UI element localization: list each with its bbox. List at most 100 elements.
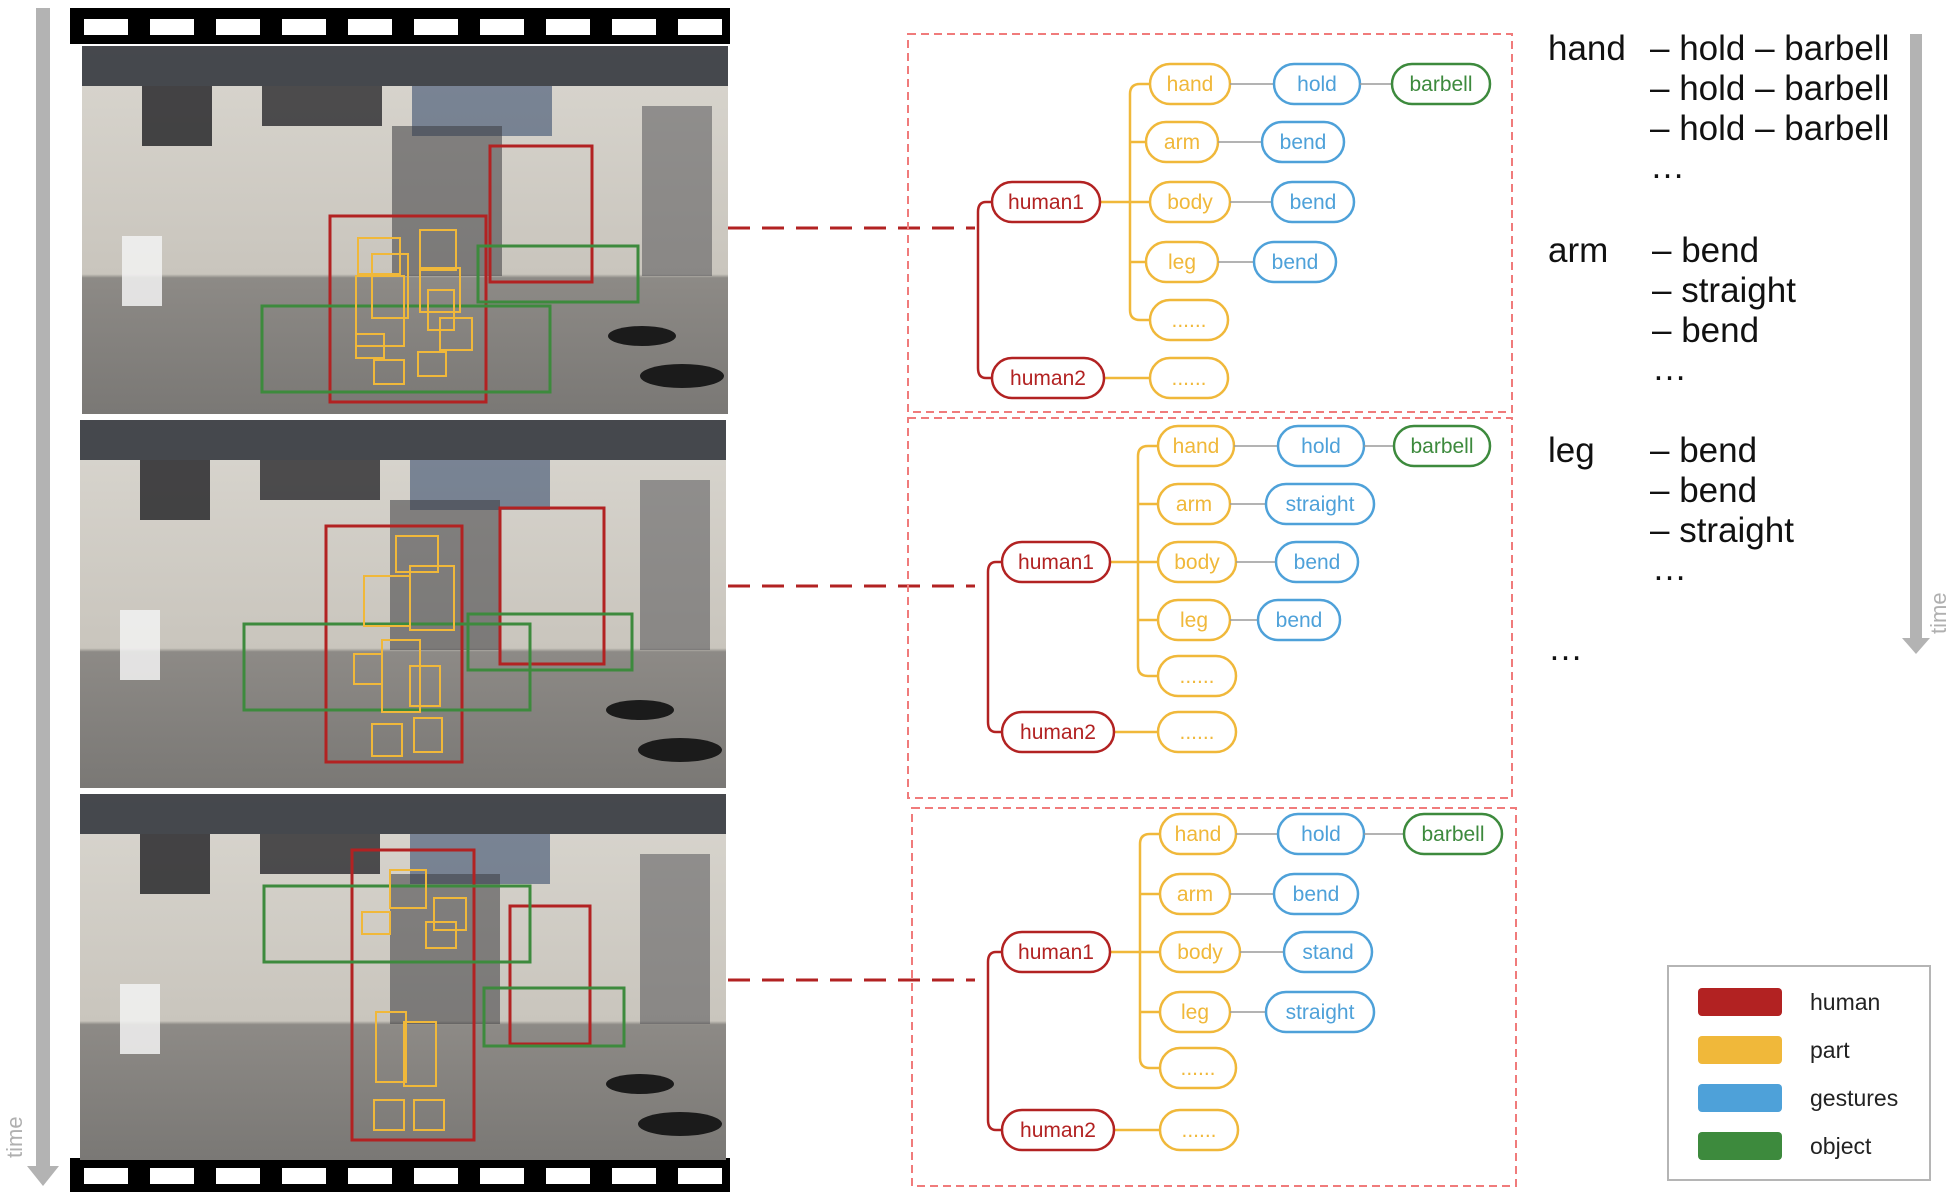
gesture-node-label: bend (1272, 251, 1319, 274)
human1-node-label: human1 (1018, 551, 1094, 574)
part-bbox (413, 717, 443, 753)
part-node-label: ...... (1171, 309, 1206, 332)
part-bbox (419, 229, 457, 271)
part-node-label: leg (1181, 1001, 1209, 1024)
video-frame-2 (80, 420, 726, 788)
human1-node: human1 (1000, 930, 1112, 974)
human1-node-label: human1 (1018, 941, 1094, 964)
gesture-node: hold (1276, 812, 1366, 856)
part-node: arm (1144, 120, 1220, 164)
film-sprocket-hole (348, 1168, 392, 1184)
part-node: ...... (1148, 298, 1230, 342)
human2-more-node: ...... (1158, 1108, 1240, 1152)
legend-item-human: human (1698, 988, 1880, 1016)
human-bbox (328, 214, 488, 404)
film-sprockets-bottom (84, 1168, 722, 1184)
human2-more-node: ...... (1156, 710, 1238, 754)
part-node-label: leg (1180, 609, 1208, 632)
object-node-label: barbell (1410, 435, 1473, 458)
video-frame-1 (82, 46, 728, 414)
legend-swatch (1698, 1036, 1782, 1064)
human2-more-node-label: ...... (1181, 1119, 1216, 1142)
film-sprockets-top (84, 19, 722, 35)
object-node: barbell (1390, 62, 1492, 106)
film-sprocket-hole (84, 19, 128, 35)
sequence-leg-line-4: … (1652, 549, 1687, 588)
sequence-arm-part: arm (1548, 231, 1608, 270)
sequence-leg-line-1: – bend (1650, 431, 1757, 470)
gesture-node-label: bend (1290, 191, 1337, 214)
human2-node-label: human2 (1010, 367, 1086, 390)
human2-node: human2 (990, 356, 1106, 400)
sequence-arm-line-3: – bend (1652, 311, 1759, 350)
sequence-hand-line-3: – hold – barbell (1650, 109, 1889, 148)
film-sprocket-hole (150, 1168, 194, 1184)
sequence-hand-line-4: … (1650, 147, 1685, 186)
part-node-label: ...... (1179, 665, 1214, 688)
human1-node: human1 (990, 180, 1102, 224)
video-frame-3 (80, 794, 726, 1160)
sequence-hand-part: hand (1548, 29, 1626, 68)
human-bbox (324, 524, 464, 764)
part-node: ...... (1158, 1046, 1238, 1090)
sequences-more: … (1548, 629, 1583, 668)
film-sprocket-hole (216, 1168, 260, 1184)
gesture-node-label: bend (1276, 609, 1323, 632)
legend-item-object: object (1698, 1132, 1872, 1160)
object-node-label: barbell (1409, 73, 1472, 96)
part-node-label: ...... (1180, 1057, 1215, 1080)
part-bbox (413, 1099, 445, 1131)
gesture-node: bend (1270, 180, 1356, 224)
film-sprocket-hole (282, 1168, 326, 1184)
part-node: leg (1158, 990, 1232, 1034)
sequence-leg-part: leg (1548, 431, 1595, 470)
legend-label: gestures (1810, 1085, 1898, 1111)
human1-node-label: human1 (1008, 191, 1084, 214)
sequence-leg: leg – bend – bend – straight … (1548, 431, 1794, 588)
legend: human part gestures object (1667, 965, 1931, 1181)
part-bbox (361, 911, 391, 935)
human-branch (986, 560, 1002, 734)
sequence-leg-line-3: – straight (1650, 511, 1794, 550)
sequence-hand-line-1: – hold – barbell (1650, 29, 1889, 68)
frame-connectors (728, 226, 975, 982)
right-time-arrow: time (1902, 34, 1951, 654)
part-node-label: body (1174, 551, 1220, 574)
object-bbox (482, 986, 626, 1048)
sequence-arm-line-4: … (1652, 349, 1687, 388)
left-time-arrow: time (2, 8, 59, 1186)
gesture-node: bend (1274, 540, 1360, 584)
object-node: barbell (1392, 424, 1492, 468)
part-node: leg (1144, 240, 1220, 284)
legend-label: part (1810, 1037, 1850, 1063)
film-sprocket-hole (678, 1168, 722, 1184)
human2-more-node-label: ...... (1171, 367, 1206, 390)
part-node-label: body (1167, 191, 1213, 214)
human-bbox (508, 904, 592, 1046)
object-node: barbell (1402, 812, 1504, 856)
part-bbox (417, 351, 447, 377)
legend-label: human (1810, 989, 1880, 1015)
left-time-label: time (2, 1116, 27, 1158)
part-bbox (371, 253, 409, 319)
gesture-node: bend (1272, 872, 1360, 916)
part-node-label: hand (1175, 823, 1222, 846)
part-bbox (381, 639, 421, 713)
part-node: body (1156, 540, 1238, 584)
part-bbox (389, 869, 427, 909)
human-branch (986, 950, 1002, 1132)
sequence-arm-line-1: – bend (1652, 231, 1759, 270)
human2-node-label: human2 (1020, 1119, 1096, 1142)
part-node: body (1158, 930, 1242, 974)
film-sprocket-hole (150, 19, 194, 35)
human2-more-node-label: ...... (1179, 721, 1214, 744)
legend-label: object (1810, 1133, 1872, 1159)
legend-item-gestures: gestures (1698, 1084, 1898, 1112)
part-bbox (409, 565, 455, 631)
frame-graph-box (907, 417, 1513, 799)
part-node-label: body (1177, 941, 1223, 964)
legend-swatch (1698, 1132, 1782, 1160)
part-bbox (419, 267, 461, 313)
sequence-hand-line-2: – hold – barbell (1650, 69, 1889, 108)
